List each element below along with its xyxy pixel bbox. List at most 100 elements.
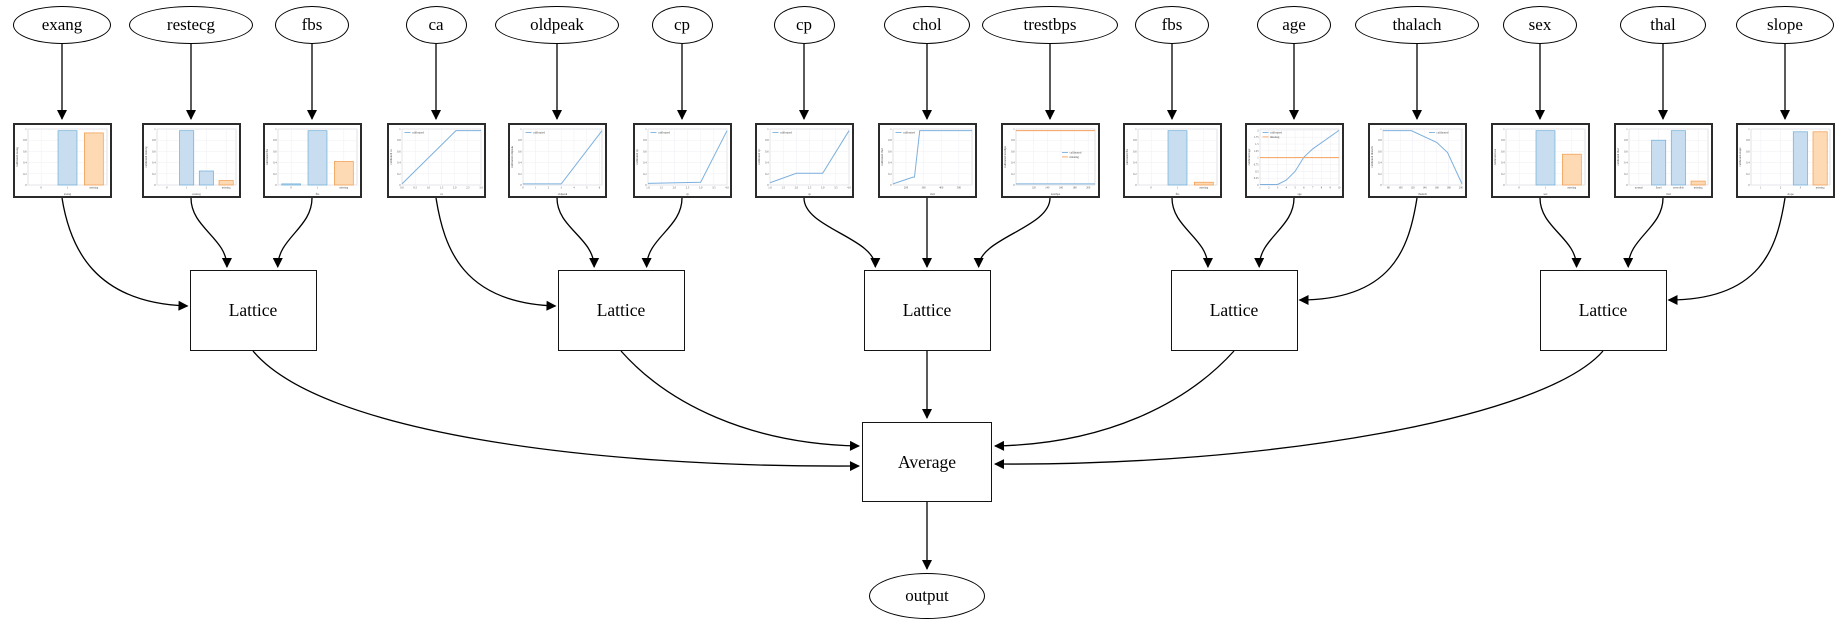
feature-label: cp [795, 15, 813, 34]
edge-calibrator-restecg-to-lattice-1 [190, 197, 232, 268]
svg-text:calibrated: calibrated [412, 131, 424, 135]
svg-text:restecg: restecg [192, 192, 201, 196]
svg-text:age: age [1297, 192, 1302, 196]
svg-text:1: 1 [1257, 157, 1259, 160]
svg-text:oldpeak: oldpeak [557, 192, 567, 196]
svg-text:0.6: 0.6 [1746, 150, 1750, 153]
svg-text:0.8: 0.8 [23, 139, 27, 142]
svg-text:3: 3 [1276, 186, 1278, 189]
svg-text:4: 4 [573, 186, 575, 189]
svg-text:reversible: reversible [1672, 186, 1684, 189]
svg-text:6: 6 [598, 186, 600, 189]
svg-text:0.4: 0.4 [765, 162, 769, 165]
svg-text:0.75: 0.75 [1253, 164, 1258, 167]
edge-calibrator-cp-to-lattice-3 [803, 197, 881, 268]
svg-text:80: 80 [1387, 186, 1390, 189]
svg-text:0.8: 0.8 [397, 139, 401, 142]
edge-lattice-2-to-average [620, 350, 860, 451]
svg-text:fbs: fbs [1175, 192, 1179, 196]
svg-text:9: 9 [1329, 186, 1331, 189]
lattice-label: Lattice [228, 300, 278, 320]
svg-text:slope: slope [1787, 192, 1794, 196]
svg-text:missing: missing [1567, 186, 1576, 189]
svg-text:5: 5 [586, 186, 588, 189]
svg-text:1: 1 [645, 128, 647, 131]
lattice-label: Lattice [596, 300, 646, 320]
svg-text:3.0: 3.0 [820, 186, 824, 189]
svg-text:1.5: 1.5 [781, 186, 785, 189]
svg-text:200: 200 [1086, 186, 1091, 189]
svg-text:0.6: 0.6 [518, 150, 522, 153]
svg-text:180: 180 [1072, 186, 1077, 189]
svg-text:2.5: 2.5 [807, 186, 811, 189]
svg-text:calibrated: calibrated [903, 131, 915, 135]
lattice-label: Lattice [1209, 300, 1259, 320]
svg-text:0: 0 [399, 184, 401, 187]
edge-calibrator-slope-to-lattice-5 [1667, 197, 1786, 305]
output-node: output [869, 573, 985, 619]
svg-text:0: 0 [1380, 184, 1382, 187]
svg-text:ca: ca [440, 192, 443, 196]
edge-lattice-5-to-average [994, 350, 1604, 470]
edge-calibrator-thalach-to-lattice-4 [1298, 197, 1418, 305]
svg-text:chol: chol [929, 192, 934, 196]
svg-text:calibrated fbs: calibrated fbs [265, 148, 269, 165]
svg-text:missing: missing [1270, 135, 1280, 139]
svg-text:3: 3 [1799, 186, 1801, 189]
feature-node-sex-12: sex [1503, 6, 1577, 44]
edge-calibrator-fbs-to-lattice-1 [272, 197, 313, 268]
svg-text:exang: exang [63, 192, 71, 196]
svg-text:0.8: 0.8 [888, 139, 892, 142]
feature-label: chol [912, 15, 942, 34]
svg-text:0.8: 0.8 [765, 139, 769, 142]
svg-text:180: 180 [1446, 186, 1451, 189]
feature-node-restecg-1: restecg [129, 6, 253, 44]
svg-text:missing: missing [339, 186, 348, 189]
svg-text:0.25: 0.25 [1253, 177, 1258, 180]
svg-text:0.4: 0.4 [1378, 162, 1382, 165]
svg-text:0.2: 0.2 [397, 173, 401, 176]
svg-text:0: 0 [645, 184, 647, 187]
svg-text:100: 100 [1398, 186, 1403, 189]
svg-text:0.6: 0.6 [643, 150, 647, 153]
svg-text:1.5: 1.5 [659, 186, 663, 189]
svg-text:0.8: 0.8 [1501, 139, 1505, 142]
svg-text:1: 1 [25, 128, 27, 131]
svg-text:fixed: fixed [1655, 186, 1661, 189]
feature-label: thalach [1392, 15, 1442, 34]
svg-text:0: 0 [166, 186, 168, 189]
svg-text:140: 140 [1045, 186, 1050, 189]
svg-text:2: 2 [547, 186, 549, 189]
svg-text:cp: cp [808, 192, 811, 196]
svg-text:0.4: 0.4 [397, 162, 401, 165]
svg-text:0: 0 [25, 184, 27, 187]
svg-text:0.6: 0.6 [765, 150, 769, 153]
feature-node-thalach-11: thalach [1355, 6, 1479, 44]
svg-text:0.6: 0.6 [1011, 150, 1015, 153]
svg-text:0.4: 0.4 [23, 162, 27, 165]
svg-text:0.8: 0.8 [1746, 139, 1750, 142]
feature-label: cp [673, 15, 691, 34]
svg-text:0.8: 0.8 [152, 139, 156, 142]
svg-text:160: 160 [1058, 186, 1063, 189]
svg-text:0.2: 0.2 [23, 173, 27, 176]
svg-text:0.6: 0.6 [273, 150, 277, 153]
svg-text:2: 2 [1257, 129, 1259, 132]
svg-text:2: 2 [1268, 186, 1270, 189]
edge-lattice-4-to-average [994, 350, 1235, 451]
svg-text:4.0: 4.0 [725, 186, 729, 189]
svg-text:1: 1 [399, 128, 401, 131]
svg-text:calibrated restecg: calibrated restecg [144, 146, 148, 168]
svg-text:0.6: 0.6 [152, 150, 156, 153]
feature-label: ca [428, 15, 444, 34]
svg-text:2.0: 2.0 [452, 186, 456, 189]
svg-text:thalach: thalach [1418, 192, 1427, 196]
svg-text:0.4: 0.4 [1746, 162, 1750, 165]
feature-node-cp-5: cp [651, 6, 713, 44]
